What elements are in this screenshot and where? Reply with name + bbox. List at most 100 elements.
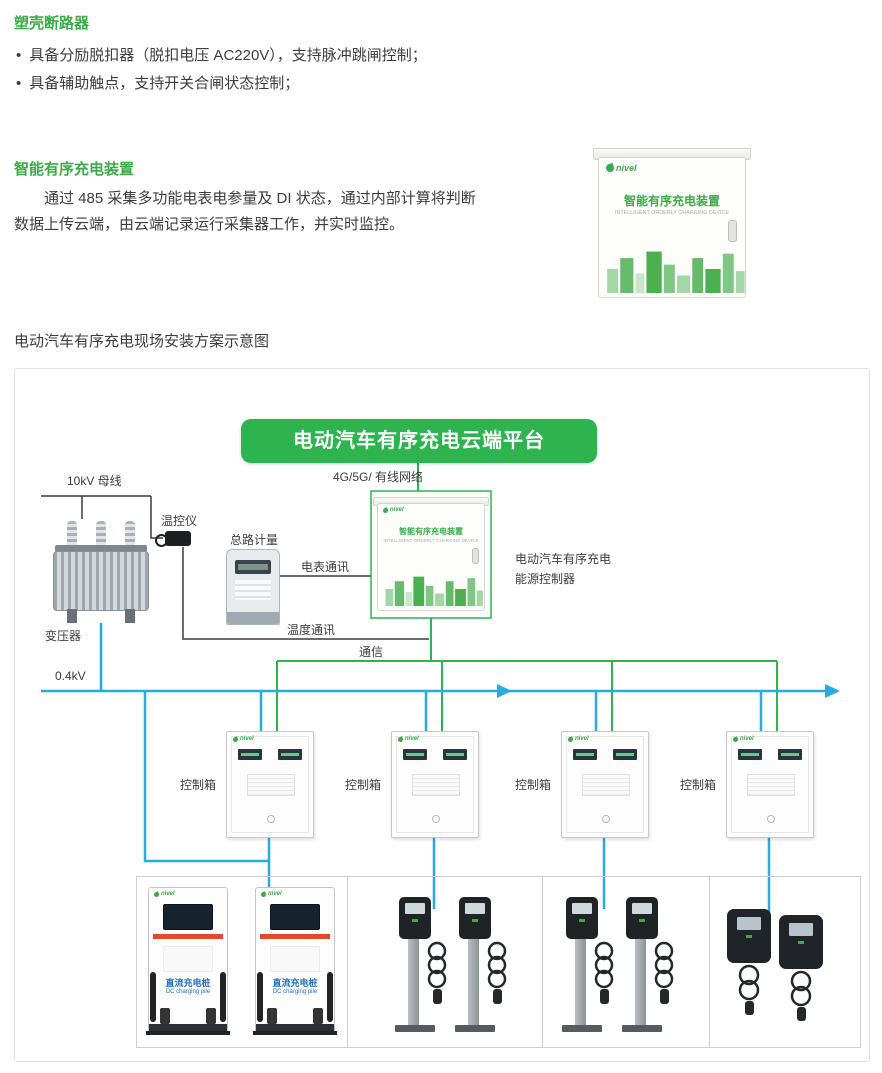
bushing [67, 521, 77, 547]
cabinet-title: 智能有序充电装置 [399, 527, 463, 536]
cloud-platform-banner: 电动汽车有序充电云端平台 [241, 419, 597, 463]
charger-unit [727, 909, 771, 963]
pile-screen [270, 904, 320, 930]
box-meter-display [403, 749, 427, 760]
brand-logo: nivel [382, 506, 404, 514]
box-meter-display [738, 749, 762, 760]
dc-charging-pile-1: nivel 直流充电桩 DC charging pile [146, 887, 230, 1035]
box-lock [267, 815, 275, 823]
leaf-icon [260, 890, 267, 898]
status-led [798, 941, 804, 944]
pole-base [455, 1025, 495, 1032]
leaf-icon [232, 735, 239, 743]
charger-head [626, 897, 658, 939]
bus-04kv-label: 0.4kV [55, 669, 86, 683]
pile-name-cn: 直流充电桩 [165, 978, 211, 988]
box-label-plate [582, 774, 630, 796]
box-lock [767, 815, 775, 823]
pile-panel [270, 946, 320, 972]
mounting-pole [468, 939, 479, 1027]
wall-charger-1 [727, 909, 771, 1021]
box-label-plate [247, 774, 295, 796]
comm-label: 通信 [359, 645, 384, 659]
installation-diagram: 电动汽车有序充电云端平台 4G/5G/ 有线网络 10kV 母线 温控仪 总路计… [14, 368, 870, 1062]
coiled-cable [427, 941, 447, 1004]
cell-divider [347, 877, 348, 1047]
pile-name-en: DC charging pile [272, 989, 318, 995]
charger-head [566, 897, 598, 939]
transformer-leg [67, 609, 77, 623]
brand-logo: nivel [567, 735, 589, 743]
box-label-plate [747, 774, 795, 796]
status-led [579, 919, 585, 922]
leaf-icon [732, 735, 739, 743]
equipment-area [136, 876, 861, 1048]
leaf-icon [153, 890, 160, 898]
box-meter-display [613, 749, 637, 760]
charging-gun [313, 1008, 323, 1024]
cabinet-body: nivel 智能有序充电装置 INTELLIGENT ORDERLY CHARG… [598, 157, 746, 298]
box-lock [432, 815, 440, 823]
charging-gun [267, 1008, 277, 1024]
meter-comm-label: 电表通讯 [301, 560, 350, 574]
charging-gun [160, 1008, 170, 1024]
coiled-cable [594, 941, 614, 1004]
bushing [125, 521, 135, 547]
pile-base [253, 1024, 337, 1035]
device-heading: 智能有序充电装置 [14, 161, 135, 178]
box-meter-display [573, 749, 597, 760]
pile-panel [163, 946, 213, 972]
pile-red-stripe [260, 934, 330, 939]
breaker-bullet-1: 具备分励脱扣器（脱扣电压 AC220V），支持脉冲跳闸控制； [16, 44, 427, 65]
leaf-icon [567, 735, 574, 743]
cell-divider [542, 877, 543, 1047]
charging-hose [150, 972, 156, 1022]
coiled-cable [738, 964, 760, 1015]
cabinet-title: 智能有序充电装置 [623, 194, 720, 208]
energy-controller-cabinet: nivel 智能有序充电装置 INTELLIGENT ORDERLY CHARG… [373, 497, 489, 611]
pile-red-stripe [153, 934, 223, 939]
main-metering-label: 总路计量 [230, 533, 279, 547]
pole-charger-3 [560, 897, 616, 1039]
control-box-label-1: 控制箱 [180, 778, 217, 792]
coiled-cable [790, 970, 812, 1021]
bus-arrow-mid [497, 684, 512, 698]
control-box-3: nivel [561, 731, 649, 838]
status-led [639, 919, 645, 922]
cell-divider [709, 877, 710, 1047]
control-box-1: nivel [226, 731, 314, 838]
dc-charging-pile-2: nivel 直流充电桩 DC charging pile [253, 887, 337, 1035]
cabinet-handle [472, 548, 479, 564]
temp-comm-label: 温度通讯 [287, 623, 336, 637]
meter-display [235, 560, 271, 574]
pile-name-en: DC charging pile [165, 989, 211, 995]
mounting-pole [575, 939, 586, 1027]
charging-hose [327, 972, 333, 1022]
box-meter-display [238, 749, 262, 760]
device-cabinet-photo: nivel 智能有序充电装置 INTELLIGENT ORDERLY CHARG… [593, 148, 751, 298]
charger-head [459, 897, 491, 939]
control-box-label-2: 控制箱 [345, 778, 382, 792]
temperature-sensor [155, 531, 191, 547]
charger-screen [737, 917, 761, 930]
charger-screen [632, 903, 652, 914]
brand-logo: nivel [604, 162, 637, 174]
brand-logo: nivel [732, 735, 754, 743]
brand-logo: nivel [397, 735, 419, 743]
charging-hose [220, 972, 226, 1022]
pile-base [146, 1024, 230, 1035]
status-led [746, 935, 752, 938]
pole-base [395, 1025, 435, 1032]
transformer-cap [55, 545, 147, 552]
control-box-label-3: 控制箱 [515, 778, 552, 792]
bus-arrow-end [825, 684, 840, 698]
pole-charger-4 [620, 897, 676, 1039]
cabinet-handle [728, 220, 737, 242]
network-label: 4G/5G/ 有线网络 [333, 470, 424, 484]
brand-logo: nivel [153, 890, 175, 898]
box-meter-display [778, 749, 802, 760]
coiled-cable [487, 941, 507, 1004]
leaf-icon [397, 735, 404, 743]
controller-label: 电动汽车有序充电 能源控制器 [515, 552, 612, 587]
leaf-icon [604, 162, 616, 174]
